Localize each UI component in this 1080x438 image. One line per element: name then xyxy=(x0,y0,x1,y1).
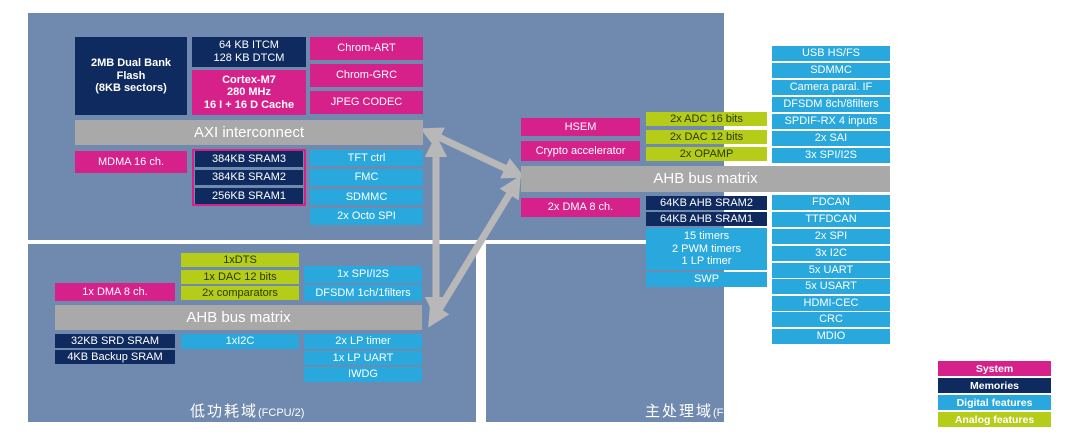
itcm-dtcm-block: 64 KB ITCM 128 KB DTCM xyxy=(192,37,306,67)
backup-sram-block: 4KB Backup SRAM xyxy=(55,350,175,364)
octo-spi-block: 2x Octo SPI xyxy=(310,208,423,225)
hsem-block: HSEM xyxy=(521,118,640,136)
spdif-block: SPDIF-RX 4 inputs xyxy=(772,114,890,129)
lp-ahb-bus-matrix-bar: AHB bus matrix xyxy=(55,305,422,330)
sram3-block: 384KB SRAM3 xyxy=(195,151,303,167)
tft-ctrl-block: TFT ctrl xyxy=(310,150,423,166)
low-power-domain-freq: (FCPU/2) xyxy=(258,407,305,419)
legend-digital: Digital features xyxy=(938,395,1051,410)
dts-block: 1xDTS xyxy=(181,253,299,267)
hdmi-cec-block: HDMI-CEC xyxy=(772,296,890,311)
axi-to-ahb-arrow xyxy=(419,127,526,179)
ttfdcan-block: TTFDCAN xyxy=(772,212,890,227)
usb-block: USB HS/FS xyxy=(772,46,890,61)
usart-block: 5x USART xyxy=(772,279,890,294)
sai-block: 2x SAI xyxy=(772,131,890,146)
mdma-block: MDMA 16 ch. xyxy=(75,151,187,173)
adc-block: 2x ADC 16 bits xyxy=(646,112,767,126)
main-ahb-to-lp-ahb-arrow xyxy=(428,175,521,328)
main-domain-freq: (Fcpu) xyxy=(713,407,745,419)
camera-if-block: Camera paral. IF xyxy=(772,80,890,95)
chrom-grc-block: Chrom-GRC xyxy=(310,64,423,87)
ahb-sram1-block: 64KB AHB SRAM1 xyxy=(646,212,767,226)
sram1-block: 256KB SRAM1 xyxy=(195,188,303,204)
swp-block: SWP xyxy=(646,272,767,287)
iwdg-block: IWDG xyxy=(304,367,422,382)
legend-analog: Analog features xyxy=(938,412,1051,427)
mdio-block: MDIO xyxy=(772,329,890,344)
srd-sram-block: 32KB SRD SRAM xyxy=(55,334,175,348)
main-dma-block: 2x DMA 8 ch. xyxy=(521,198,640,217)
comparators-block: 2x comparators xyxy=(181,286,299,300)
lp-dma-block: 1x DMA 8 ch. xyxy=(55,283,175,301)
lp-dac-block: 1x DAC 12 bits xyxy=(181,270,299,284)
low-power-domain-title: 低功耗域 xyxy=(190,402,259,420)
fdcan-block: FDCAN xyxy=(772,195,890,210)
cortex-m7-block: Cortex-M7 280 MHz 16 I + 16 D Cache xyxy=(192,70,306,115)
sram-group-frame xyxy=(192,149,306,206)
legend-system: System xyxy=(938,361,1051,376)
sdmmc-left-block: SDMMC xyxy=(310,189,423,205)
main-domain-title: 主处理域 xyxy=(645,402,714,420)
axi-interconnect-bar: AXI interconnect xyxy=(75,120,423,145)
lp-uart-block: 1x LP UART xyxy=(304,351,422,365)
main-spi-block: 2x SPI xyxy=(772,229,890,244)
ahb-sram2-block: 64KB AHB SRAM2 xyxy=(646,196,767,210)
lp-timer-block: 2x LP timer xyxy=(304,334,422,349)
legend-memories: Memories xyxy=(938,378,1051,393)
low-power-domain-label: 低功耗域(FCPU/2) xyxy=(190,400,304,421)
sdmmc-right-block: SDMMC xyxy=(772,63,890,78)
lp-i2c-block: 1xI2C xyxy=(181,334,299,349)
main-ahb-bus-matrix-bar: AHB bus matrix xyxy=(521,166,890,192)
main-dfsdm-block: DFSDM 8ch/8filters xyxy=(772,97,890,112)
main-i2c-block: 3x I2C xyxy=(772,246,890,261)
flash-block: 2MB Dual Bank Flash (8KB sectors) xyxy=(75,37,187,115)
lp-dfsdm-block: DFSDM 1ch/1filters xyxy=(304,285,422,301)
jpeg-codec-block: JPEG CODEC xyxy=(310,91,423,114)
sram2-block: 384KB SRAM2 xyxy=(195,170,303,185)
timers-block: 15 timers 2 PWM timers 1 LP timer xyxy=(646,228,767,270)
uart-block: 5x UART xyxy=(772,263,890,278)
crc-block: CRC xyxy=(772,312,890,327)
fmc-block: FMC xyxy=(310,169,423,186)
main-dac-block: 2x DAC 12 bits xyxy=(646,130,767,144)
main-domain-label: 主处理域(Fcpu) xyxy=(645,400,745,421)
opamp-block: 2x OPAMP xyxy=(646,147,767,161)
main-spi-i2s-block: 3x SPI/I2S xyxy=(772,148,890,163)
chrom-art-block: Chrom-ART xyxy=(310,37,423,60)
lp-spi-i2s-block: 1x SPI/I2S xyxy=(304,266,422,283)
crypto-block: Crypto accelerator xyxy=(521,141,640,161)
